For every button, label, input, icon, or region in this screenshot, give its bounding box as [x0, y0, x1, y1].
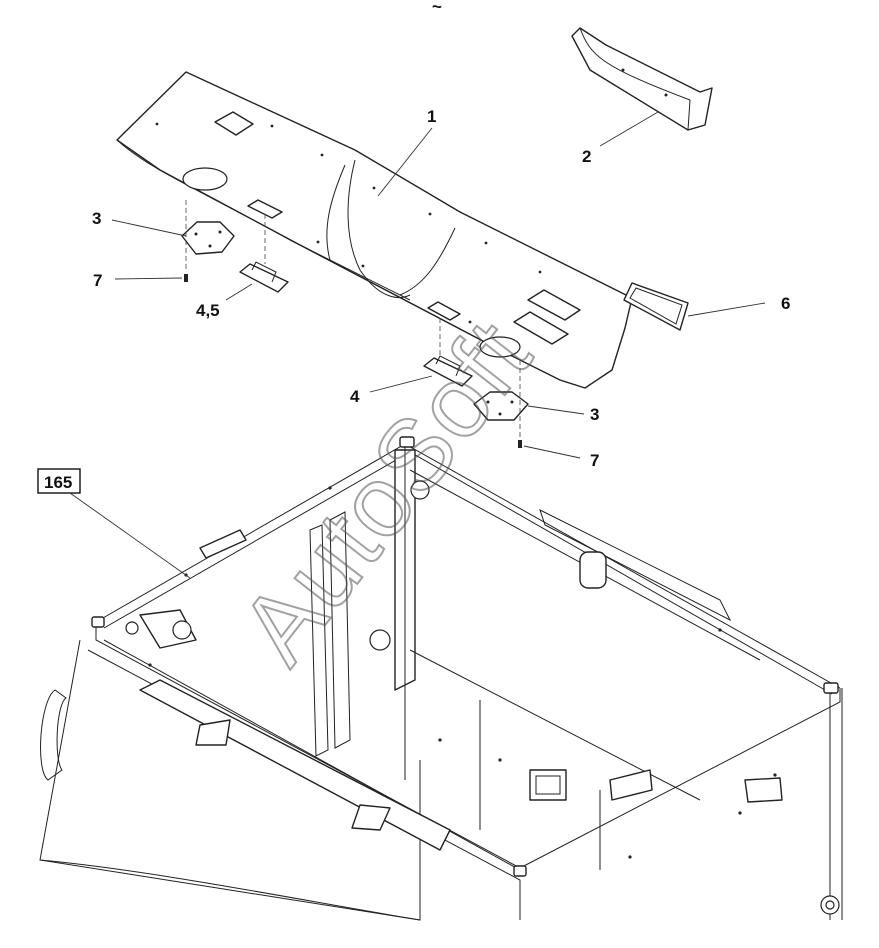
part-7-screw-left — [184, 274, 188, 282]
leader-3-center — [527, 405, 585, 415]
watermark: AutoSoft — [219, 300, 553, 684]
part-4-5-bracket — [239, 261, 289, 293]
part-4-bracket — [423, 355, 473, 387]
part-7-screw-center — [518, 440, 522, 448]
callout-4: 4 — [350, 387, 360, 406]
callout-6: 6 — [781, 294, 790, 313]
cab-frame — [39, 436, 843, 921]
leader-2 — [599, 111, 659, 147]
callout-4-5: 4,5 — [196, 301, 220, 320]
leader-7-center — [523, 445, 581, 459]
callout-2: 2 — [582, 147, 591, 166]
part-6-grille — [623, 282, 689, 331]
callout-7-center: 7 — [590, 451, 599, 470]
leader-4 — [369, 375, 433, 393]
leader-165 — [69, 492, 191, 579]
reference-box-label: 165 — [44, 473, 72, 492]
callout-7-left: 7 — [93, 271, 102, 290]
callout-3-center: 3 — [590, 405, 599, 424]
part-3-plate-left — [181, 221, 235, 255]
callout-1: 1 — [427, 107, 436, 126]
top-mark: ~ — [432, 0, 442, 16]
leader-4-5 — [225, 283, 253, 301]
part-3-plate-center — [473, 391, 529, 421]
leader-1 — [377, 127, 433, 197]
part-2-cover — [571, 27, 713, 131]
leader-7-left — [114, 277, 183, 280]
leader-3-left — [111, 219, 187, 237]
callout-3-left: 3 — [92, 209, 101, 228]
leader-6 — [687, 302, 766, 317]
reference-box-165: 165 — [37, 468, 81, 494]
part-1-roof-panel — [116, 71, 633, 389]
